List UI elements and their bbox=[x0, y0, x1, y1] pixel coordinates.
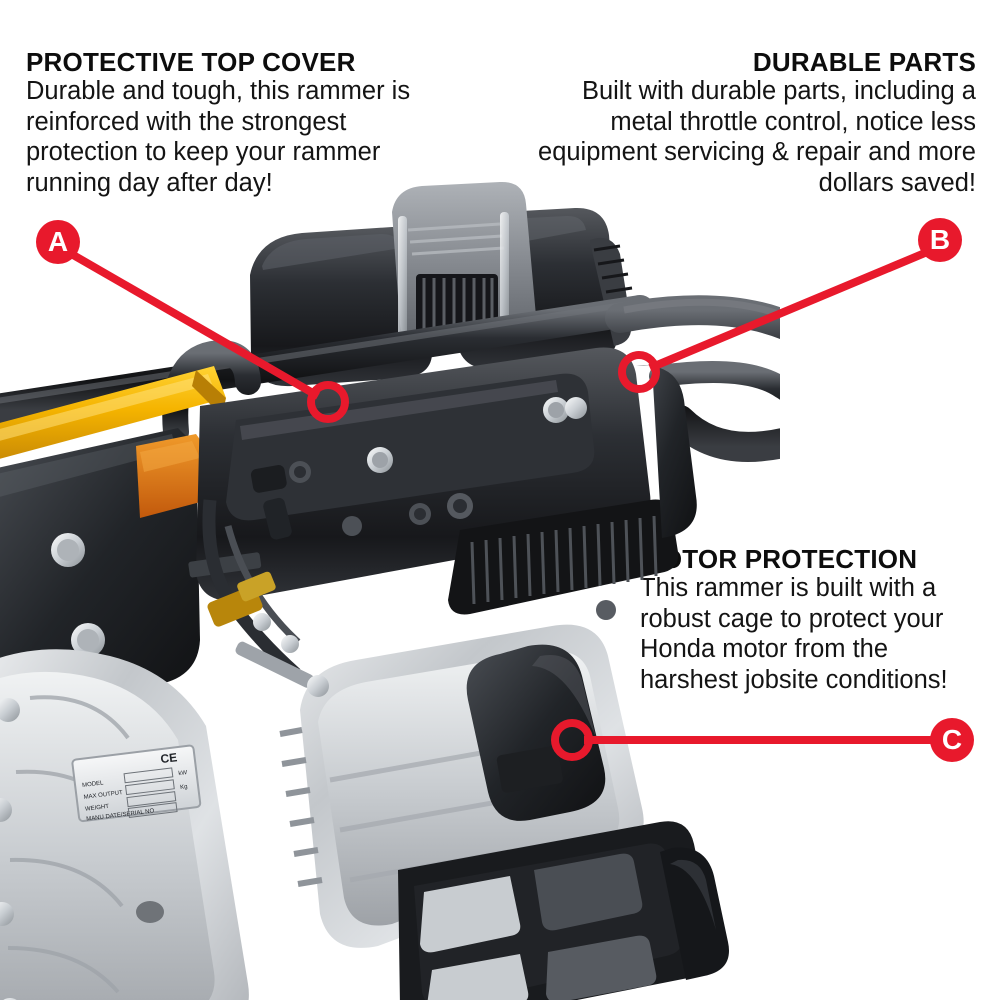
svg-text:CE: CE bbox=[160, 750, 178, 766]
callout-c-title: MOTOR PROTECTION bbox=[640, 544, 918, 574]
callout-b-body: Built with durable parts, including a me… bbox=[538, 77, 976, 197]
marker-badge-a[interactable]: A bbox=[36, 220, 80, 264]
callout-a-title: PROTECTIVE TOP COVER bbox=[26, 47, 356, 77]
marker-badge-c[interactable]: C bbox=[930, 718, 974, 762]
left-side-plate bbox=[0, 428, 212, 709]
callout-b-title: DURABLE PARTS bbox=[752, 47, 976, 77]
product-photo-rammer: MODEL MAX OUTPUT WEIGHT MANU DATE/SERIAL… bbox=[0, 181, 780, 1000]
throttle-linkage bbox=[202, 465, 301, 679]
svg-text:WEIGHT: WEIGHT bbox=[85, 804, 110, 813]
callout-a-body: Durable and tough, this rammer is reinfo… bbox=[26, 77, 411, 197]
callout-block-b: DURABLE PARTS Built with durable parts, … bbox=[516, 48, 976, 198]
svg-text:MAX OUTPUT: MAX OUTPUT bbox=[83, 790, 123, 801]
svg-text:Kg: Kg bbox=[180, 784, 188, 791]
marker-badge-b[interactable]: B bbox=[918, 218, 962, 262]
aluminum-housing: MODEL MAX OUTPUT WEIGHT MANU DATE/SERIAL… bbox=[0, 649, 249, 1000]
callout-c-body: This rammer is built with a robust cage … bbox=[640, 574, 948, 694]
data-plate: MODEL MAX OUTPUT WEIGHT MANU DATE/SERIAL… bbox=[71, 744, 202, 823]
callout-block-c: MOTOR PROTECTION This rammer is built wi… bbox=[640, 545, 985, 695]
hardware-fasteners bbox=[235, 497, 616, 697]
svg-text:MODEL: MODEL bbox=[82, 780, 105, 789]
callout-block-a: PROTECTIVE TOP COVER Durable and tough, … bbox=[26, 48, 456, 198]
svg-text:kW: kW bbox=[178, 770, 188, 777]
motor-protection-cage bbox=[398, 821, 729, 1000]
